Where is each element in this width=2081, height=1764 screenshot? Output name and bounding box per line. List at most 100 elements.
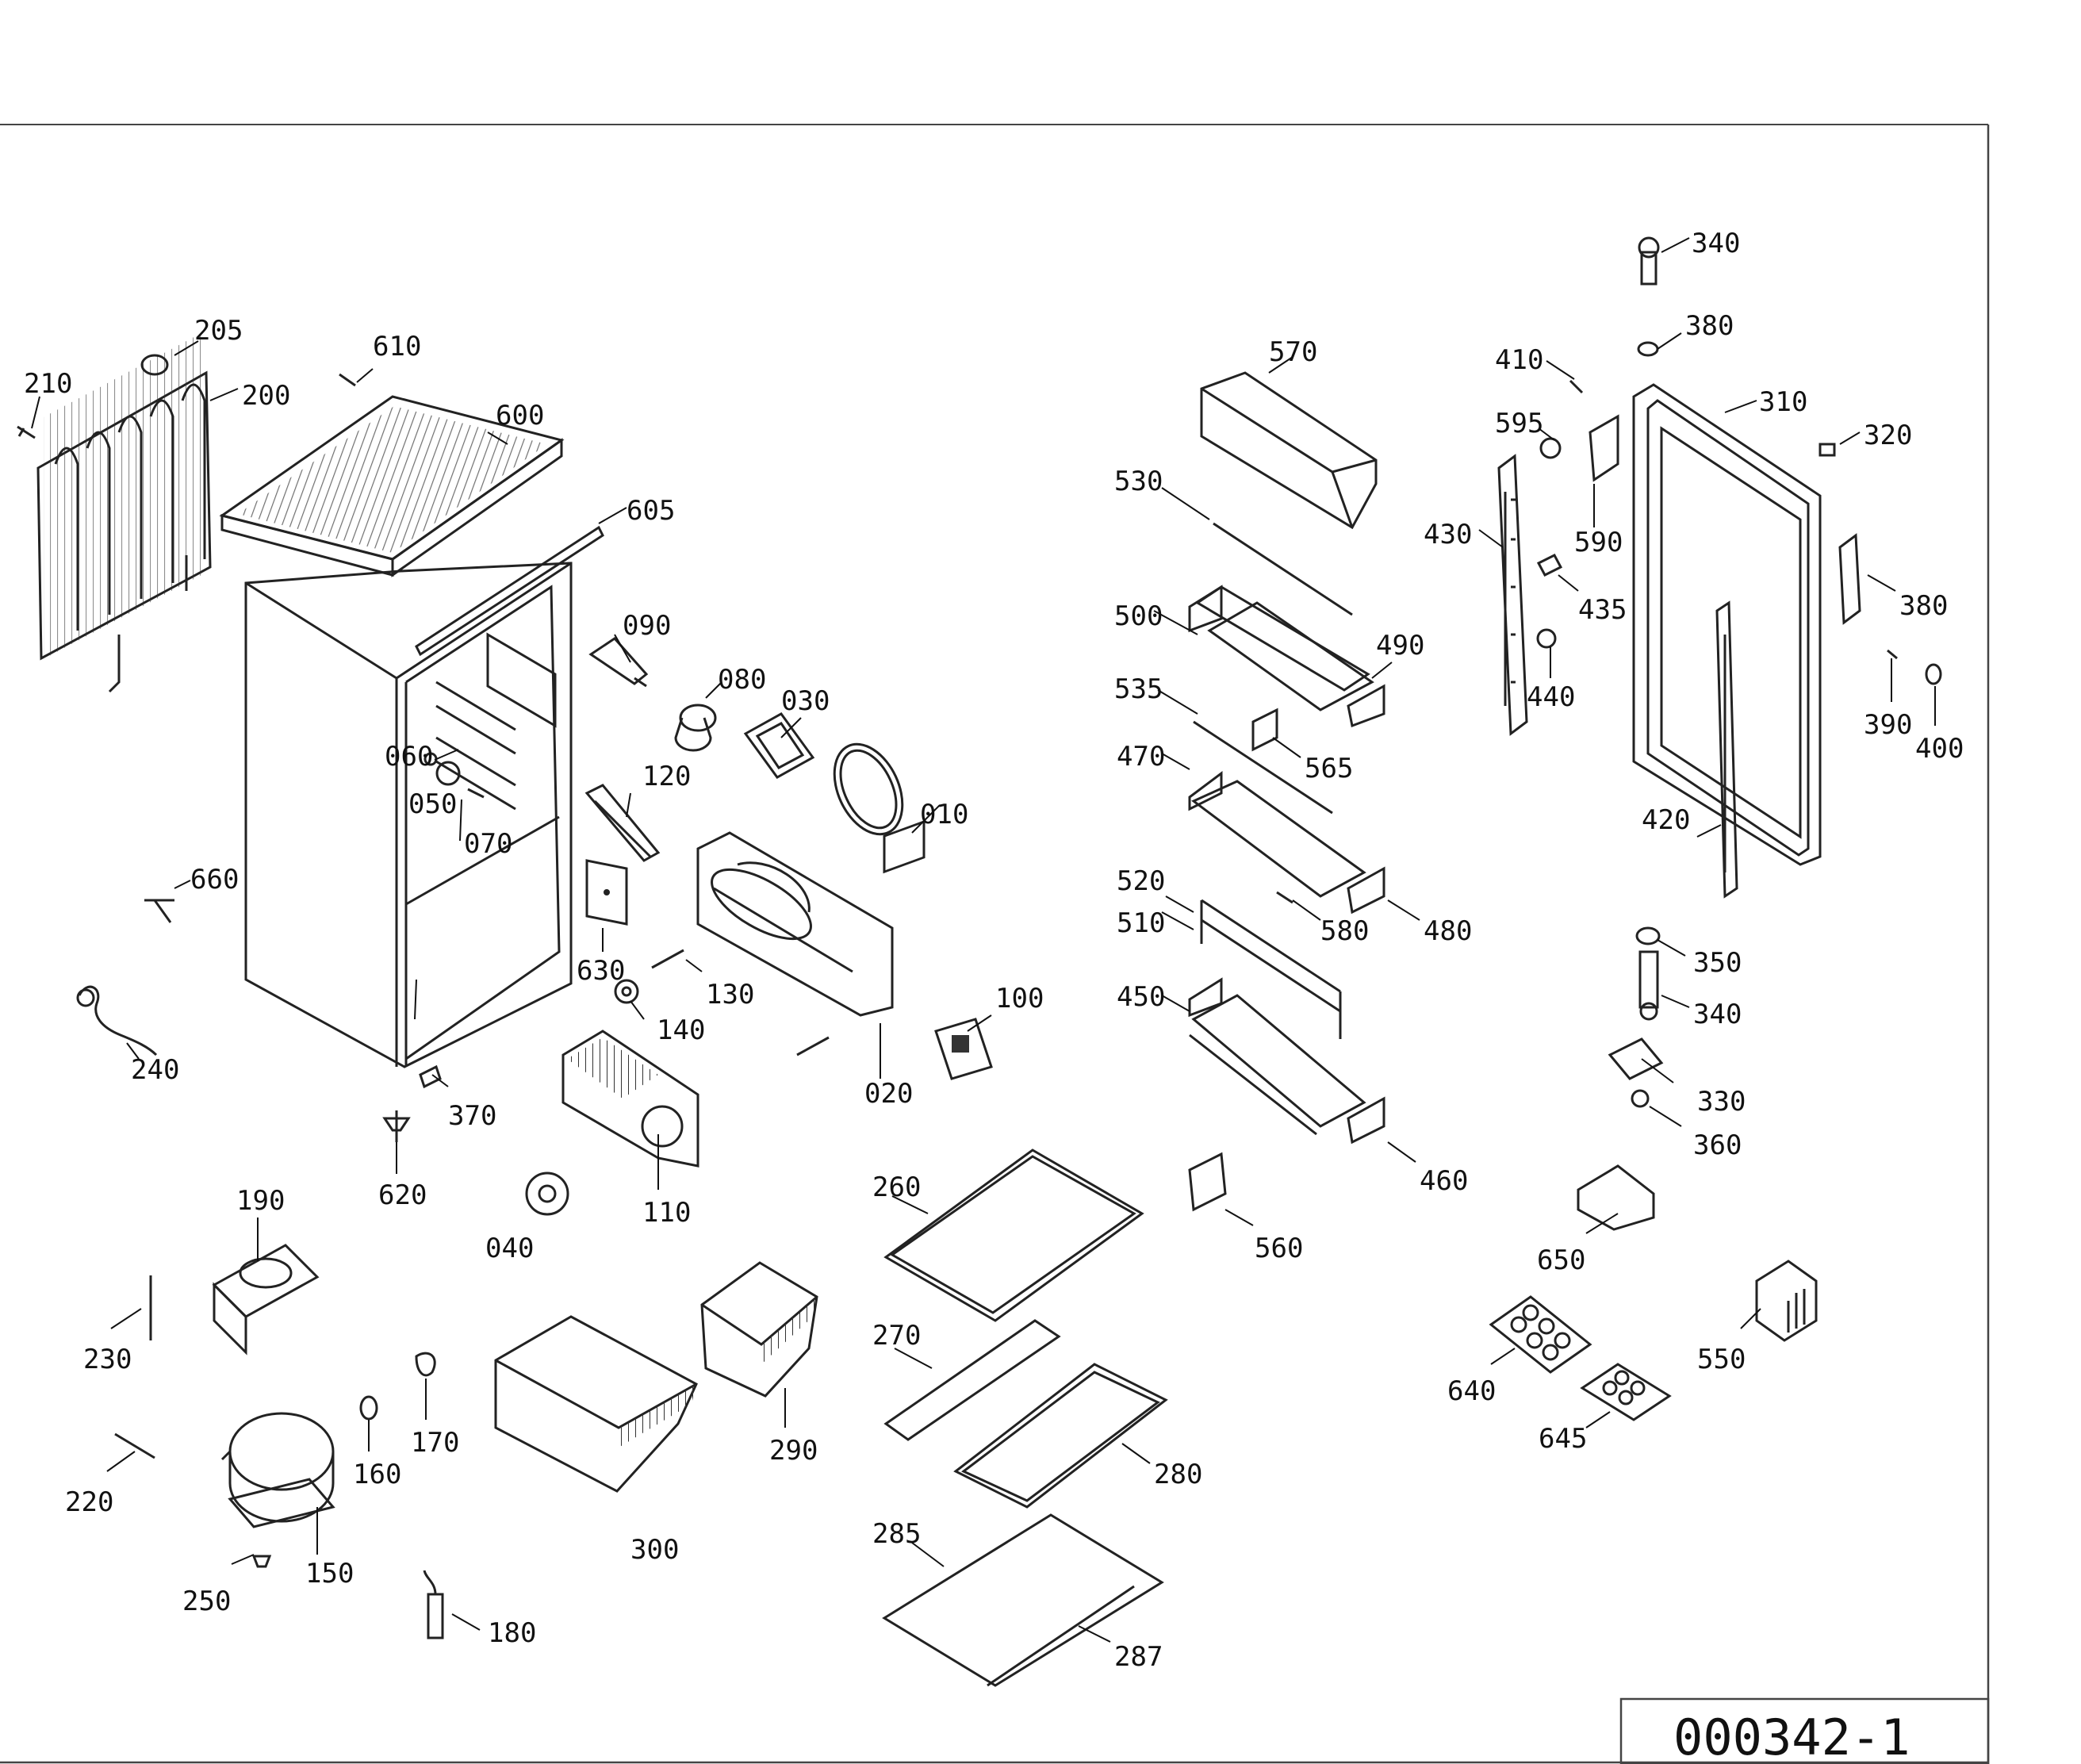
- box-550: [1755, 1260, 1818, 1342]
- knob-080: [674, 704, 717, 752]
- egg-tray-645: [1580, 1363, 1672, 1421]
- screw-210: [17, 425, 36, 439]
- label-645: 645: [1539, 1423, 1587, 1455]
- bracket-590: [1589, 414, 1619, 482]
- shelf-500-490: [1188, 585, 1385, 728]
- cabinet-body: [244, 562, 573, 1068]
- label-040: 040: [485, 1233, 534, 1264]
- bracket-660: [144, 899, 174, 923]
- label-320: 320: [1864, 420, 1912, 451]
- shelf-470-480: [1188, 771, 1385, 915]
- hinge-pin-340-top: [1638, 236, 1660, 286]
- label-550: 550: [1697, 1344, 1746, 1375]
- top-cover-600: [219, 395, 565, 577]
- label-490: 490: [1376, 630, 1424, 662]
- label-560: 560: [1255, 1233, 1303, 1264]
- label-430: 430: [1424, 519, 1472, 550]
- label-160: 160: [353, 1459, 401, 1490]
- hinge-330: [1608, 1037, 1664, 1080]
- label-090: 090: [623, 610, 671, 642]
- label-440: 440: [1527, 681, 1575, 713]
- screw-390: [1887, 649, 1898, 660]
- label-180: 180: [488, 1617, 536, 1649]
- label-130: 130: [706, 979, 754, 1010]
- label-200: 200: [242, 380, 290, 412]
- label-640: 640: [1447, 1375, 1496, 1407]
- label-420: 420: [1642, 804, 1690, 836]
- label-060: 060: [385, 741, 433, 773]
- label-600: 600: [496, 400, 544, 431]
- rod-535: [1193, 720, 1333, 815]
- label-170: 170: [411, 1427, 459, 1459]
- label-590: 590: [1574, 527, 1623, 558]
- grommet-160: [359, 1395, 378, 1421]
- drawing-number: 000342-1: [1673, 1708, 1910, 1764]
- label-450: 450: [1117, 981, 1165, 1013]
- leader-lines: [31, 237, 1936, 1643]
- nut-140: [614, 979, 639, 1004]
- label-260: 260: [872, 1172, 921, 1203]
- label-010: 010: [920, 799, 968, 830]
- foot-620: [382, 1110, 411, 1142]
- plug-320: [1818, 443, 1836, 457]
- door-strip-420: [1715, 600, 1738, 899]
- storage-box-290: [700, 1261, 818, 1398]
- label-390: 390: [1864, 709, 1912, 741]
- label-070: 070: [464, 828, 512, 860]
- label-340-bottom: 340: [1693, 999, 1742, 1030]
- label-595: 595: [1495, 408, 1543, 439]
- label-510: 510: [1117, 907, 1165, 939]
- condenser-coil-200: [36, 330, 212, 693]
- label-210: 210: [24, 368, 72, 400]
- gasket-030: [743, 712, 815, 779]
- label-370: 370: [448, 1100, 496, 1132]
- label-100: 100: [995, 983, 1044, 1014]
- label-580: 580: [1320, 915, 1369, 947]
- label-630: 630: [577, 955, 625, 987]
- label-650: 650: [1537, 1244, 1585, 1276]
- front-strip-605: [415, 525, 604, 657]
- screw-610: [339, 373, 356, 387]
- drip-tray-190: [212, 1244, 320, 1356]
- crisper-drawer-300: [494, 1315, 698, 1493]
- label-350: 350: [1693, 947, 1742, 979]
- drawing-frame: 000342-1: [0, 124, 1990, 1764]
- label-030: 030: [781, 685, 830, 717]
- label-470: 470: [1117, 741, 1165, 773]
- foot-250: [251, 1555, 272, 1568]
- glass-shelf-285: [882, 1513, 1164, 1687]
- clip-580: [1276, 891, 1293, 904]
- label-050: 050: [408, 788, 457, 820]
- screw-020b: [796, 1036, 830, 1056]
- label-535: 535: [1114, 673, 1163, 705]
- screw-595: [1539, 437, 1562, 459]
- door-frame-310: [1632, 383, 1822, 866]
- freezer-box-570: [1200, 371, 1378, 530]
- frame-520-510: [1200, 899, 1342, 1039]
- label-140: 140: [657, 1014, 705, 1046]
- label-270: 270: [872, 1320, 921, 1352]
- label-565: 565: [1305, 753, 1353, 784]
- shelf-450-460: [1188, 977, 1385, 1145]
- label-290: 290: [769, 1435, 818, 1467]
- label-520: 520: [1117, 865, 1165, 897]
- grommet-205: [140, 354, 169, 376]
- egg-tray-640: [1489, 1295, 1592, 1374]
- light-housing-020: [696, 831, 894, 1017]
- label-330: 330: [1697, 1086, 1746, 1118]
- label-250: 250: [182, 1586, 231, 1617]
- shelf-trim-287: [987, 1585, 1135, 1687]
- part-shapes: [17, 236, 1942, 1687]
- screw-130: [651, 949, 684, 969]
- bracket-120: [584, 784, 661, 862]
- lamp-holder-090: [588, 637, 649, 688]
- cover-650: [1577, 1164, 1655, 1231]
- label-240: 240: [131, 1054, 179, 1086]
- label-400: 400: [1915, 733, 1964, 765]
- washer-400: [1925, 663, 1942, 685]
- washer-380-top: [1637, 341, 1659, 357]
- thermostat-010: [833, 742, 926, 874]
- evaporator-110: [561, 1030, 699, 1168]
- label-570: 570: [1269, 336, 1317, 368]
